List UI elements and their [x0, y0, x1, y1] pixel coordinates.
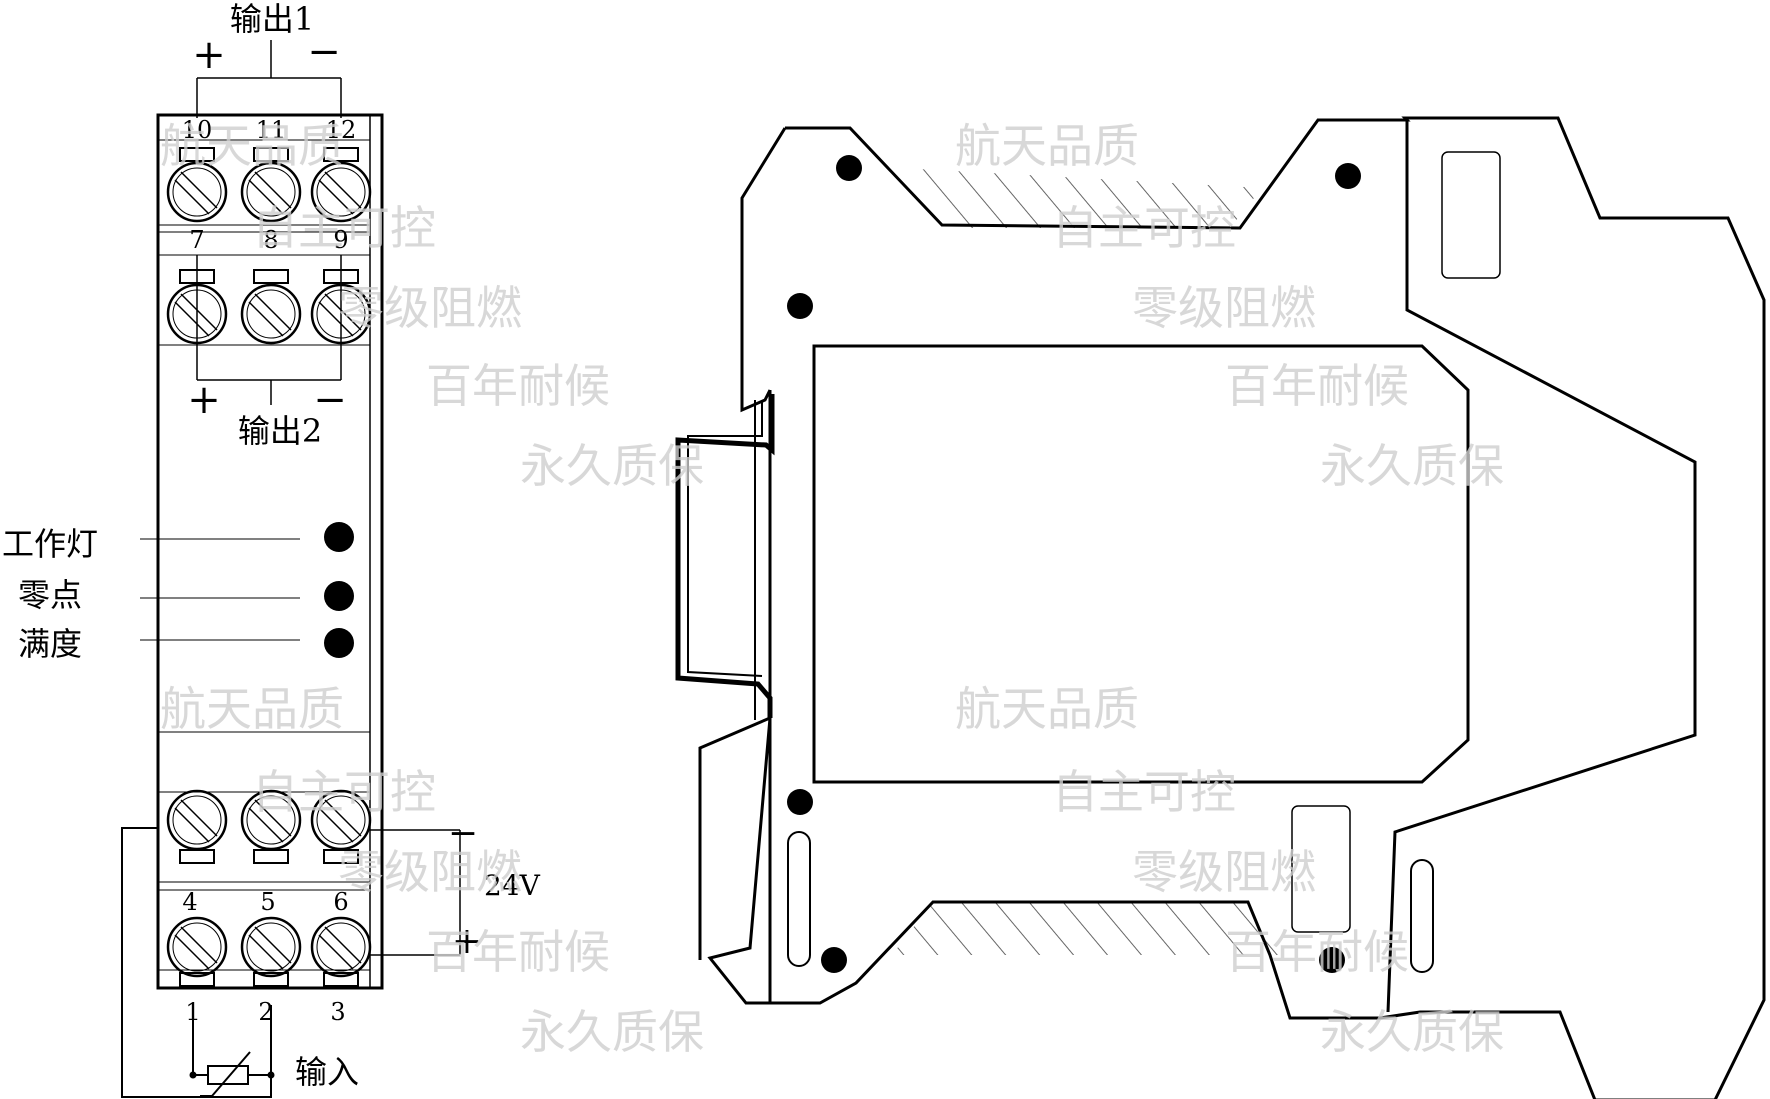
zero-label: 零点 [18, 576, 82, 614]
top-hatched-area [900, 168, 1262, 228]
watermark-text: 自主可控 [1052, 201, 1236, 255]
label-plate [812, 344, 1470, 784]
watermark-text: 永久质保 [520, 1005, 704, 1059]
output1-label: 输出1 [230, 0, 314, 38]
terminal-9-label: 9 [333, 226, 348, 254]
output2-minus-sign: − [313, 377, 347, 423]
work-light-label: 工作灯 [2, 525, 98, 563]
watermark-text: 自主可控 [252, 765, 436, 819]
output1-wiring [196, 40, 342, 118]
watermark-text: 百年耐候 [426, 925, 610, 979]
terminal-4-label: 4 [182, 888, 197, 916]
screw-icon [240, 916, 302, 978]
watermark-text: 自主可控 [252, 201, 436, 255]
screw-icon [310, 916, 372, 978]
screw-icon [240, 283, 302, 345]
terminal-screws [166, 161, 372, 978]
watermark-text: 自主可控 [1052, 765, 1236, 819]
watermark-text: 零级阻燃 [1132, 845, 1316, 899]
terminal-7-label: 7 [189, 226, 204, 254]
variable-resistor [207, 1065, 249, 1085]
right-slot [1410, 859, 1434, 973]
output1-plus-sign: + [192, 32, 226, 78]
watermark-text: 航天品质 [955, 119, 1139, 173]
lower-window [1291, 805, 1351, 933]
supply-minus-sign: − [448, 813, 478, 854]
supply-voltage-label: 24V [484, 869, 541, 902]
terminal-11-label: 11 [256, 116, 287, 144]
watermark-text: 永久质保 [1320, 1005, 1504, 1059]
full-scale-label: 满度 [18, 625, 82, 663]
watermark-text: 百年耐候 [426, 359, 610, 413]
zero-indicator [324, 581, 354, 611]
terminal-2-label: 2 [258, 998, 273, 1026]
screw-icon [166, 916, 228, 978]
housing-right-profile [1386, 120, 1697, 1013]
work-light-indicator [324, 522, 354, 552]
front-view: 10 11 12 7 8 9 4 5 6 1 2 3 输出1 + − + − 输… [2, 0, 541, 1098]
terminal-10-label: 10 [182, 116, 213, 144]
screw-icon [240, 161, 302, 223]
watermark-text: 永久质保 [1320, 439, 1504, 493]
screw-icon [166, 789, 228, 851]
screw-icon [166, 161, 228, 223]
screw-icon [310, 789, 372, 851]
terminal-8-label: 8 [263, 226, 278, 254]
output2-label: 输出2 [238, 412, 322, 450]
supply-plus-sign: + [452, 921, 482, 962]
mounting-hole [787, 293, 813, 319]
input-wiring [121, 827, 272, 1098]
din-rail-clip [675, 394, 775, 718]
mounting-hole [836, 155, 862, 181]
watermark-text: 百年耐候 [1225, 925, 1409, 979]
watermark-layer: 航天品质 自主可控 零级阻燃 百年耐候 永久质保 航天品质 自主可控 零级阻燃 … [160, 119, 1504, 1059]
module-front-body [156, 113, 384, 990]
screw-icon [240, 789, 302, 851]
bottom-hatched-area [892, 902, 1288, 955]
side-view [675, 116, 1766, 1099]
terminal-3-label: 3 [330, 998, 345, 1026]
input-label: 输入 [295, 1053, 359, 1091]
upper-window [1441, 151, 1501, 279]
watermark-text: 航天品质 [160, 119, 344, 173]
watermark-text: 零级阻燃 [338, 845, 522, 899]
watermark-text: 航天品质 [160, 682, 344, 736]
terminal-12-label: 12 [326, 116, 357, 144]
terminal-6-label: 6 [333, 888, 348, 916]
full-scale-indicator [324, 628, 354, 658]
output2-wiring [196, 255, 342, 405]
mounting-hole [821, 947, 847, 973]
watermark-text: 零级阻燃 [338, 281, 522, 335]
terminal-markers [179, 147, 359, 987]
screw-icon [310, 161, 372, 223]
housing-left-upper [740, 127, 787, 413]
watermark-text: 航天品质 [955, 682, 1139, 736]
supply-wiring [370, 829, 461, 956]
left-slot [787, 831, 811, 967]
watermark-text: 百年耐候 [1225, 359, 1409, 413]
mounting-hole [1319, 947, 1345, 973]
mounting-hole [1335, 163, 1361, 189]
output1-minus-sign: − [307, 29, 341, 75]
watermark-text: 零级阻燃 [1132, 281, 1316, 335]
housing-outline [698, 116, 1766, 1099]
output2-plus-sign: + [187, 377, 221, 423]
terminal-5-label: 5 [260, 888, 275, 916]
mounting-hole [787, 789, 813, 815]
watermark-text: 永久质保 [520, 439, 704, 493]
